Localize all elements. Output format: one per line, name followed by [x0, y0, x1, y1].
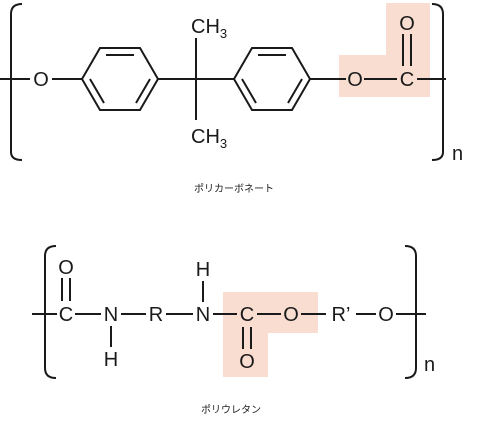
left-bracket [10, 3, 23, 161]
atom-o-double: O [399, 13, 415, 35]
atom-c-left: C [59, 304, 73, 326]
benzene-ring-right [232, 47, 312, 111]
atom-h-left: H [104, 349, 118, 371]
atom-o-ester: O [347, 69, 363, 91]
repeat-n-bottom: n [424, 354, 435, 376]
carbonate-highlight [339, 3, 430, 97]
caption-polycarbonate: ポリカーボネート [194, 183, 274, 195]
atom-r-prime: R’ [332, 304, 351, 326]
urethane-highlight [223, 292, 318, 377]
polycarbonate-structure: O CH3 CH3 O C O n ポリカーボネート [0, 3, 463, 195]
benzene-ring-left [80, 47, 160, 111]
right-bracket [431, 3, 444, 161]
polyurethane-structure: O C N H R N H C O O R’ O n ポリウレタン [32, 245, 435, 416]
ring-right-inner-bond-b [287, 78, 303, 104]
left-bracket [44, 245, 57, 379]
atom-o-left-double: O [58, 257, 74, 279]
atom-ch3-bottom: CH3 [191, 126, 227, 151]
atom-o-left: O [33, 69, 49, 91]
atom-o-carbamate-double: O [239, 351, 255, 373]
right-bracket [404, 245, 417, 379]
atom-n-right: N [196, 304, 210, 326]
atom-o-right: O [378, 304, 394, 326]
ring-right-inner-bond-c [241, 78, 257, 104]
ring-left-inner-bond-c [89, 78, 105, 104]
atom-c-carbonyl: C [400, 69, 414, 91]
ring-left-inner-bond-b [135, 78, 151, 104]
atom-r: R [149, 304, 163, 326]
atom-h-right: H [196, 259, 210, 281]
atom-c-carbamate: C [240, 304, 254, 326]
repeat-n-top: n [452, 143, 463, 165]
atom-o-ester: O [283, 304, 299, 326]
atom-ch3-top: CH3 [191, 16, 227, 41]
caption-polyurethane: ポリウレタン [201, 404, 261, 416]
atom-n-left: N [104, 304, 118, 326]
